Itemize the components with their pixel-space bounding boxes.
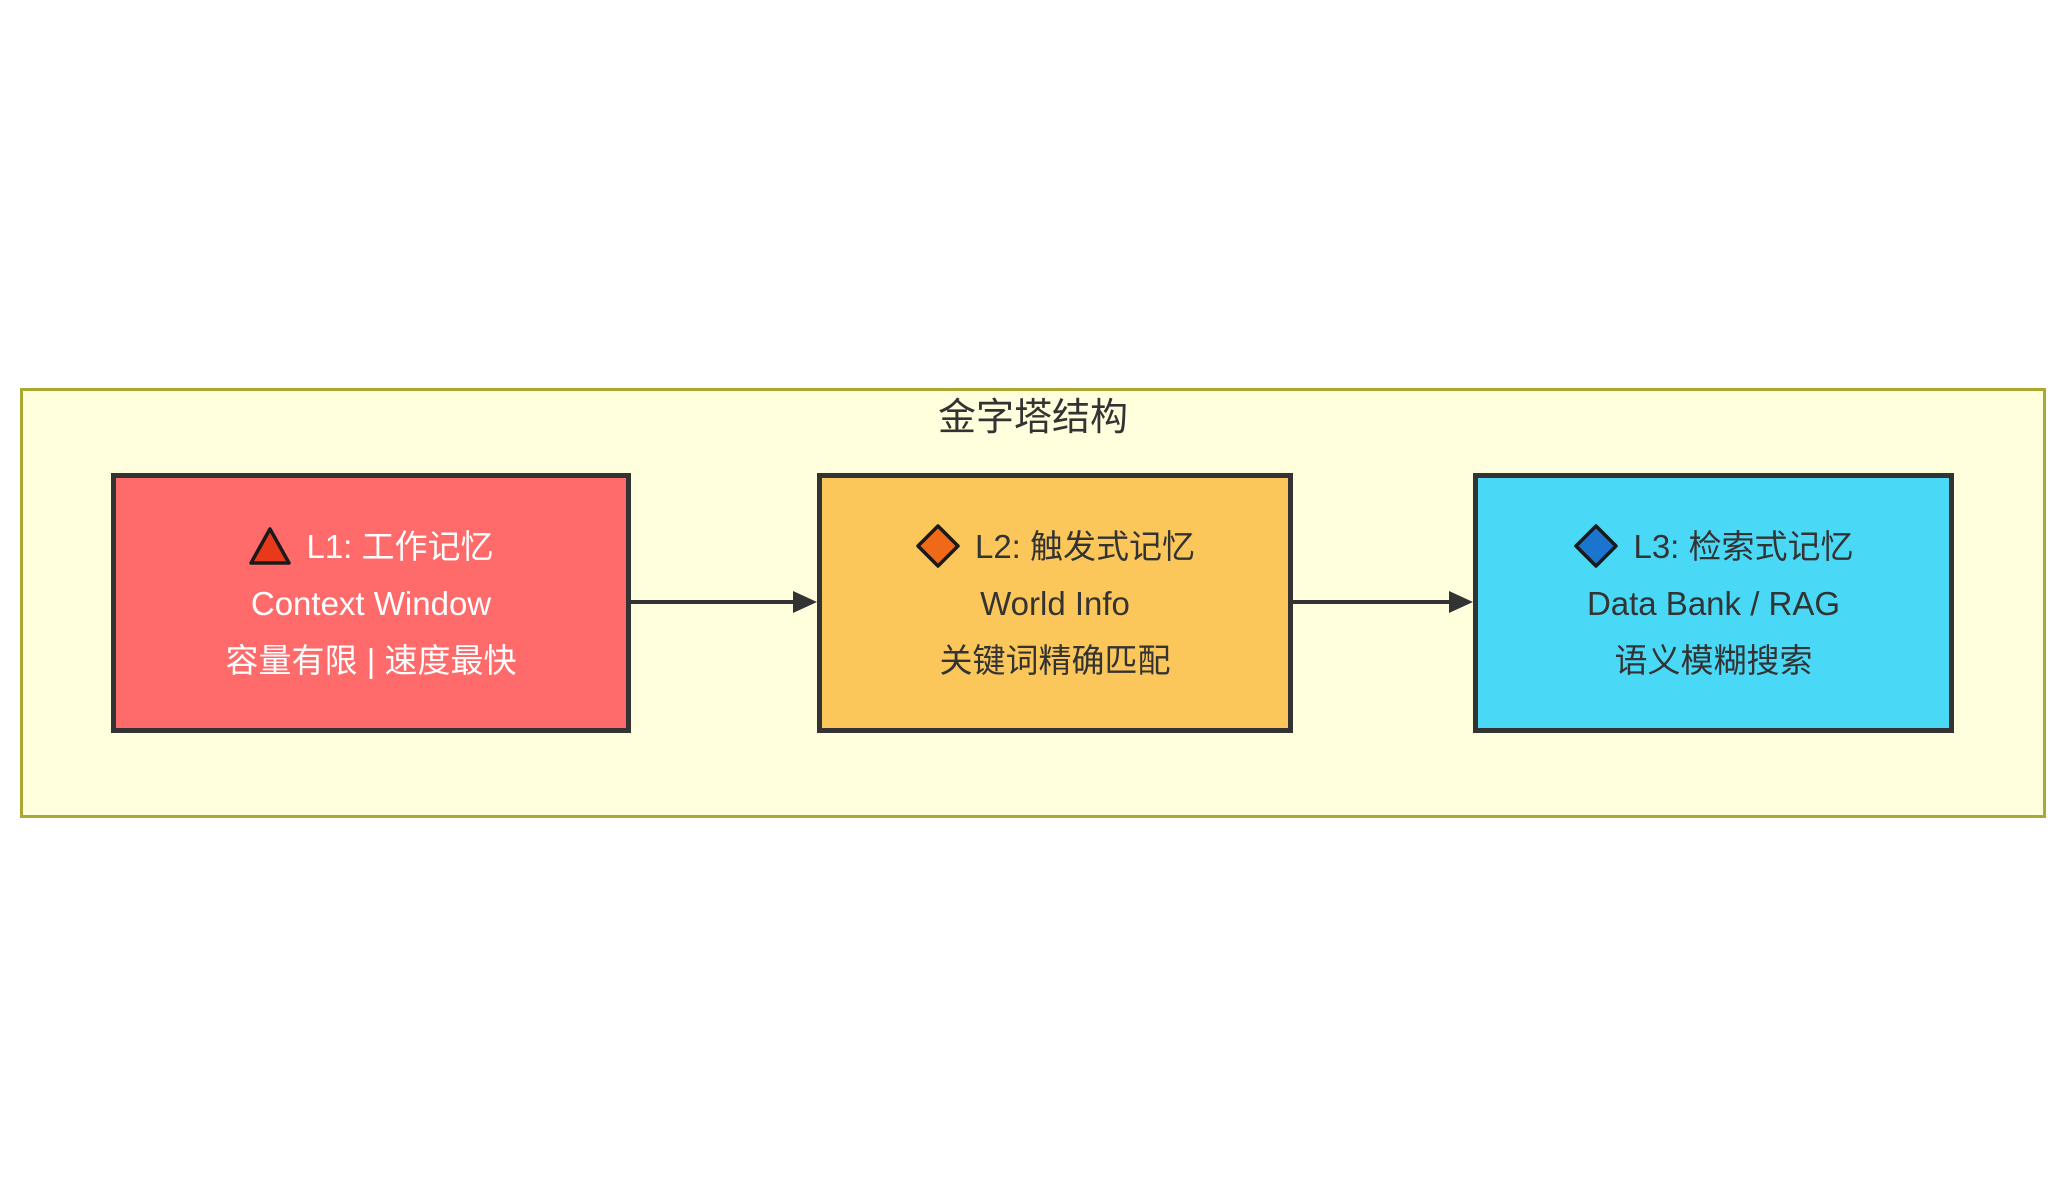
orange-diamond-icon	[916, 524, 960, 568]
node-l3-detail: 语义模糊搜索	[1614, 641, 1813, 679]
node-l1-title-row: L1: 工作记忆	[248, 518, 494, 575]
blue-diamond-icon	[1574, 524, 1619, 568]
cluster-title: 金字塔结构	[937, 397, 1128, 439]
node-l2-title: L2: 触发式记忆	[974, 527, 1196, 565]
node-l2-triggered-memory: L2: 触发式记忆 World Info 关键词精确匹配	[817, 473, 1293, 733]
node-l2-detail: 关键词精确匹配	[939, 641, 1171, 679]
node-l1-subtitle: Context Window	[250, 584, 492, 622]
arrow-l2-to-l3	[1293, 591, 1473, 613]
node-l2-subtitle: World Info	[980, 584, 1130, 622]
cluster-pyramid-structure: 金字塔结构 L1: 工作记忆 Context Window 容量有限 | 速度最…	[20, 388, 2046, 818]
node-l1-title: L1: 工作记忆	[306, 527, 494, 565]
node-l1-working-memory: L1: 工作记忆 Context Window 容量有限 | 速度最快	[111, 473, 631, 733]
node-l3-subtitle: Data Bank / RAG	[1586, 584, 1841, 622]
node-l3-title: L3: 检索式记忆	[1633, 527, 1854, 565]
node-l1-detail: 容量有限 | 速度最快	[225, 641, 517, 679]
node-l3-title-row: L3: 检索式记忆	[1573, 518, 1854, 575]
arrow-l1-to-l2	[631, 591, 817, 613]
red-triangle-icon	[249, 527, 292, 565]
node-l2-title-row: L2: 触发式记忆	[915, 518, 1195, 575]
node-l3-retrieval-memory: L3: 检索式记忆 Data Bank / RAG 语义模糊搜索	[1473, 473, 1954, 733]
